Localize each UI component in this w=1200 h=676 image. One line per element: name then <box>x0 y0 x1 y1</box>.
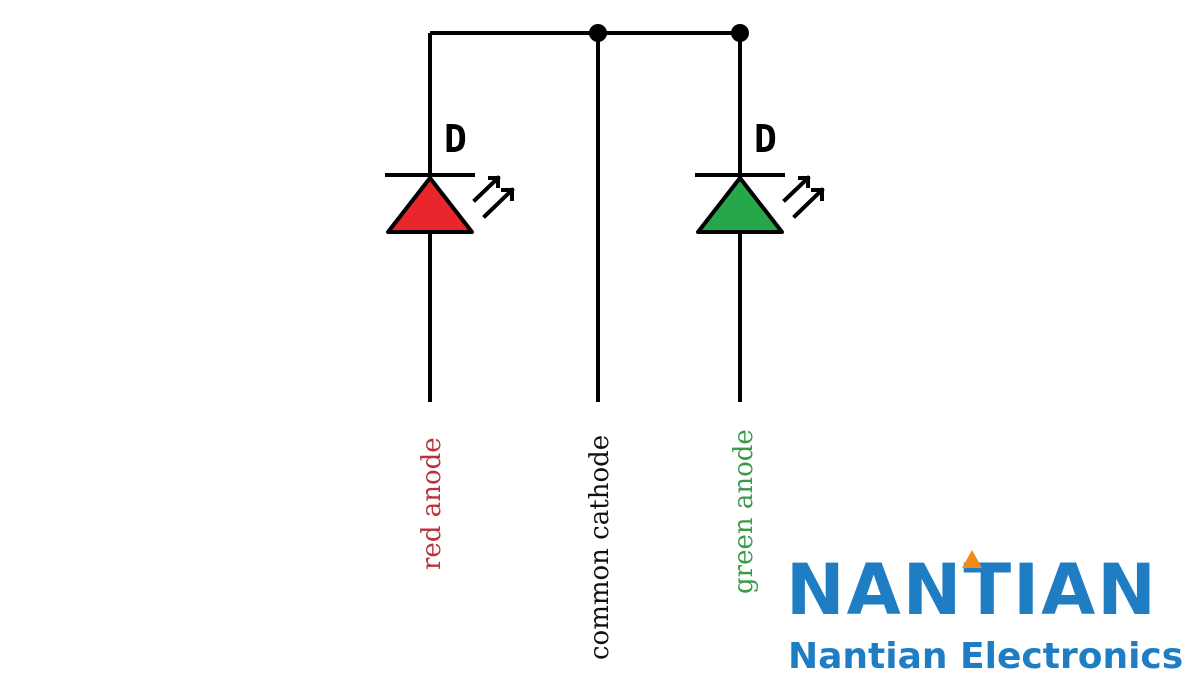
junction-dot-right <box>731 24 749 42</box>
green-led-ref: D <box>754 117 777 161</box>
junction-dot-center <box>589 24 607 42</box>
brand-block: NANTIAN Nantian Electronics <box>786 549 1183 676</box>
green-led-triangle <box>696 176 784 234</box>
green-anode-label: green anode <box>729 429 759 594</box>
red-led-ref: D <box>444 117 467 161</box>
green-led-emission-arrows-icon <box>782 175 825 219</box>
brand-accent-triangle-icon <box>962 550 982 568</box>
red-anode-label: red anode <box>417 437 447 570</box>
common-cathode-label: common cathode <box>585 435 615 660</box>
green-led: D <box>695 117 825 234</box>
red-led-triangle <box>386 176 474 234</box>
red-led-emission-arrows-icon <box>472 175 515 219</box>
brand-tagline: Nantian Electronics <box>788 636 1183 676</box>
red-led: D <box>385 117 515 234</box>
wires <box>428 31 742 402</box>
